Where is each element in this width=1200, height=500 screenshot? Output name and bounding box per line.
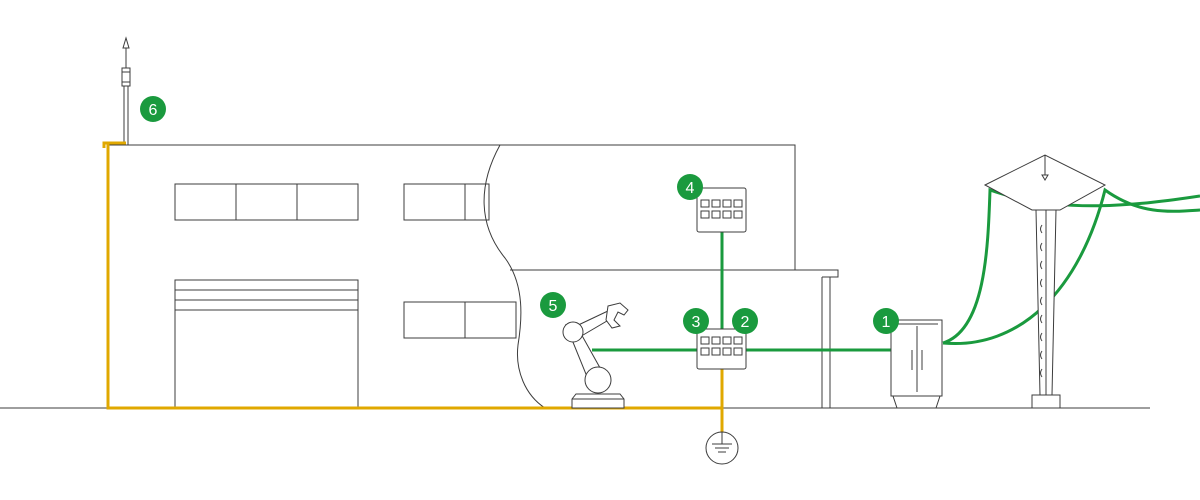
badge-6-label: 6 [149,102,158,119]
ground-icon [705,431,739,465]
breaker-cell [711,347,721,356]
breaker-cell [700,336,710,345]
breaker-cell [733,336,743,345]
badge-5-label: 5 [549,298,558,315]
garage-door [174,279,359,409]
power-pylon-icon [983,154,1107,409]
breaker-cell [733,199,743,208]
breaker-cell [733,347,743,356]
badge-4: 4 [677,174,703,200]
lightning-rod-icon [121,36,131,145]
breaker-cell [711,210,721,219]
badge-1-label: 1 [882,314,891,331]
pylon-rung [1040,278,1043,288]
breaker-cell [700,210,710,219]
breaker-cell [722,210,732,219]
earthing-conductor [102,141,739,465]
breaker-cell [700,199,710,208]
pylon-rung [1040,368,1043,378]
breaker-cell [722,336,732,345]
building [107,144,839,409]
pylon-rung [1040,350,1043,360]
pylon-rung [1040,332,1043,342]
pylon-rung [1040,314,1043,324]
badge-5: 5 [540,292,566,318]
robot-arm-icon [562,302,629,409]
pylon-rung [1040,296,1043,306]
badge-1: 1 [873,308,899,334]
power-lines [592,187,1200,352]
pylon-rung [1040,242,1043,252]
earth-line [102,141,722,410]
breaker-cell [711,199,721,208]
breaker-cell [722,347,732,356]
badge-6: 6 [140,96,166,122]
badge-2-label: 2 [741,314,750,331]
breaker-cell [711,336,721,345]
pylon-rung [1040,260,1043,270]
breaker-cell [700,347,710,356]
badge-4-label: 4 [686,180,695,197]
pylon-rung [1040,224,1043,234]
badge-2: 2 [732,308,758,334]
breaker-cell [722,199,732,208]
badge-3: 3 [683,308,709,334]
distribution-board-icon [696,328,747,370]
badge-3-label: 3 [692,314,701,331]
breaker-cell [733,210,743,219]
cabinet-icon [890,319,943,409]
distribution-board-icon [696,187,747,233]
